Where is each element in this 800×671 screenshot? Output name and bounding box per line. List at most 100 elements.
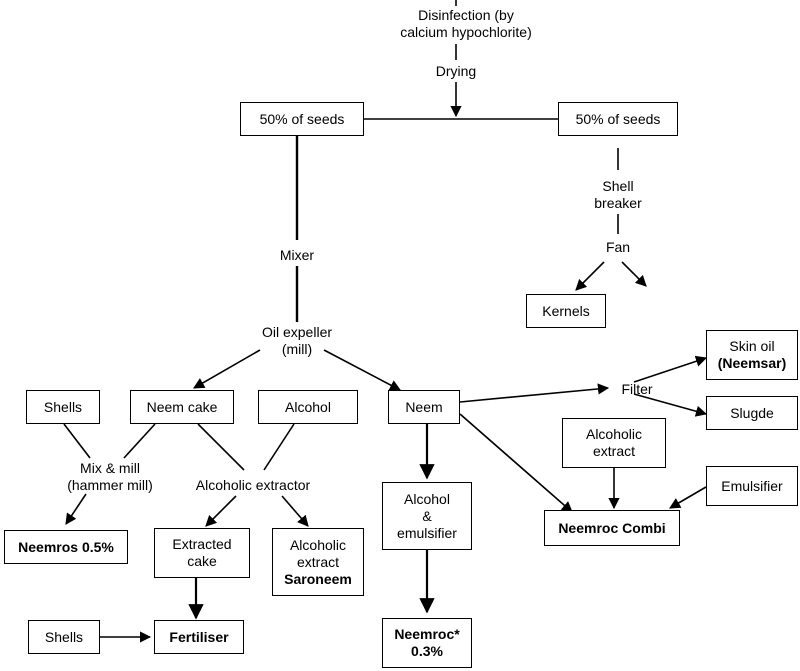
extracted-cake-label-line: Extracted: [172, 536, 232, 552]
alcohol-label: Alcohol: [285, 399, 331, 416]
edge-fan-to-outlet: [621, 261, 647, 287]
alcohol-emulsifier-label-line: emulsifier: [397, 524, 457, 541]
drying-label: Drying: [436, 63, 476, 80]
extracted-cake-label-line: cake: [187, 553, 217, 569]
node-neemroc: Neemroc*0.3%: [382, 618, 472, 668]
node-mix-mill: Mix & mill(hammer mill): [50, 458, 170, 496]
fan-label: Fan: [606, 239, 630, 256]
node-neemroc-combi: Neemroc Combi: [544, 510, 680, 546]
neemroc-combi-label-line: Neemroc Combi: [558, 519, 666, 536]
skin-oil-label: Skin oil(Neemsar): [718, 338, 786, 372]
seeds-left-label-line: 50% of seeds: [259, 110, 345, 127]
mixer-label: Mixer: [280, 247, 314, 264]
edge-alcohol-to-alcoholic-extractor: [263, 423, 295, 471]
filter-label-line: Filter: [621, 380, 653, 397]
oil-expeller-label: Oil expeller(mill): [262, 324, 332, 358]
alcoholic-extractor-label-line: Alcoholic extractor: [195, 476, 311, 493]
alcohol-emulsifier-label-line: Alcohol: [404, 490, 450, 507]
node-mixer: Mixer: [268, 244, 326, 266]
node-alcohol-emulsifier: Alcohol&emulsifier: [382, 482, 472, 550]
emulsifier-label-line: Emulsifier: [721, 477, 783, 494]
emulsifier-label: Emulsifier: [721, 478, 782, 495]
edge-neem-to-filter: [459, 383, 610, 403]
node-seeds-left: 50% of seeds: [240, 102, 364, 136]
disinfection-label-line: Disinfection (by: [418, 7, 514, 23]
alcohol-emulsifier-label-line: &: [422, 507, 432, 524]
node-seeds-right: 50% of seeds: [558, 102, 678, 136]
alcohol-label-line: Alcohol: [285, 398, 331, 415]
neem-cake-label-line: Neem cake: [146, 398, 218, 415]
seeds-left-label: 50% of seeds: [260, 111, 345, 128]
node-fertiliser: Fertiliser: [154, 620, 244, 654]
edge-oil-expeller-to-neem: [323, 349, 401, 391]
node-filter: Filter: [612, 378, 662, 400]
edge-filter-to-skin-oil: [633, 355, 708, 383]
node-alcoholic-extractor: Alcoholic extractor: [178, 474, 328, 496]
oil-expeller-label-line: Oil expeller: [261, 324, 333, 340]
shells-top-label: Shells: [44, 399, 82, 416]
alcohol-emulsifier-label: Alcohol&emulsifier: [397, 491, 457, 542]
slugde-label: Slugde: [730, 405, 774, 422]
shells-bottom-label: Shells: [45, 629, 83, 646]
edge-shells-to-mix-mill: [63, 423, 91, 459]
slugde-label-line: Slugde: [730, 404, 774, 421]
neemroc-label-line: 0.3%: [411, 643, 443, 659]
drying-label-line: Drying: [435, 62, 477, 79]
node-fan: Fan: [596, 236, 640, 258]
edge-mix-mill-to-neemros: [65, 493, 87, 525]
node-drying: Drying: [426, 60, 486, 82]
mixer-label-line: Mixer: [279, 246, 315, 263]
neem-label-line: Neem: [405, 398, 443, 415]
edge-neem-cake-to-alcoholic-extractor: [197, 423, 245, 471]
shells-top-label-line: Shells: [43, 398, 83, 415]
node-neem: Neem: [388, 390, 460, 424]
shell-breaker-label-line: Shell: [602, 178, 634, 194]
neem-label: Neem: [405, 399, 442, 416]
seeds-right-label: 50% of seeds: [576, 111, 661, 128]
neem-cake-label: Neem cake: [147, 399, 218, 416]
skin-oil-label-line: (Neemsar): [717, 355, 787, 371]
fertiliser-label-line: Fertiliser: [169, 628, 229, 645]
edge-filter-to-slugde: [633, 393, 708, 417]
node-neem-cake: Neem cake: [130, 390, 234, 424]
node-shells-bottom: Shells: [28, 620, 100, 654]
neemroc-label-line: Neemroc*: [394, 626, 460, 642]
alcoholic-extract-saroneem-label-line: extract: [296, 553, 339, 570]
filter-label: Filter: [621, 381, 652, 398]
neemros-label: Neemros 0.5%: [18, 539, 114, 556]
shells-bottom-label-line: Shells: [44, 628, 84, 645]
node-skin-oil: Skin oil(Neemsar): [706, 330, 798, 380]
node-oil-expeller: Oil expeller(mill): [250, 322, 344, 360]
node-shells-top: Shells: [26, 390, 100, 424]
node-alcohol: Alcohol: [258, 390, 358, 424]
mix-mill-label: Mix & mill(hammer mill): [67, 460, 153, 494]
alcoholic-extract-right-label-line: Alcoholic: [585, 426, 643, 442]
neemroc-label: Neemroc*0.3%: [394, 626, 459, 660]
edge-oil-expeller-to-neem-cake: [193, 349, 261, 389]
alcoholic-extract-saroneem-label-line: Saroneem: [284, 570, 352, 587]
alcoholic-extractor-label: Alcoholic extractor: [196, 477, 310, 494]
skin-oil-label-line: Skin oil: [729, 338, 775, 354]
disinfection-label-line: calcium hypochlorite): [400, 24, 532, 40]
mix-mill-label-line: Mix & mill: [80, 460, 140, 476]
edge-neem-cake-to-mix-mill: [123, 423, 156, 459]
kernels-label: Kernels: [542, 303, 589, 320]
node-kernels: Kernels: [526, 294, 606, 328]
fertiliser-label: Fertiliser: [169, 629, 228, 646]
edge-alcoholic-extractor-to-extracted-cake: [205, 495, 237, 527]
edge-fan-to-kernels: [575, 261, 605, 291]
mix-mill-label-line: (hammer mill): [67, 477, 153, 493]
node-emulsifier: Emulsifier: [706, 466, 798, 506]
